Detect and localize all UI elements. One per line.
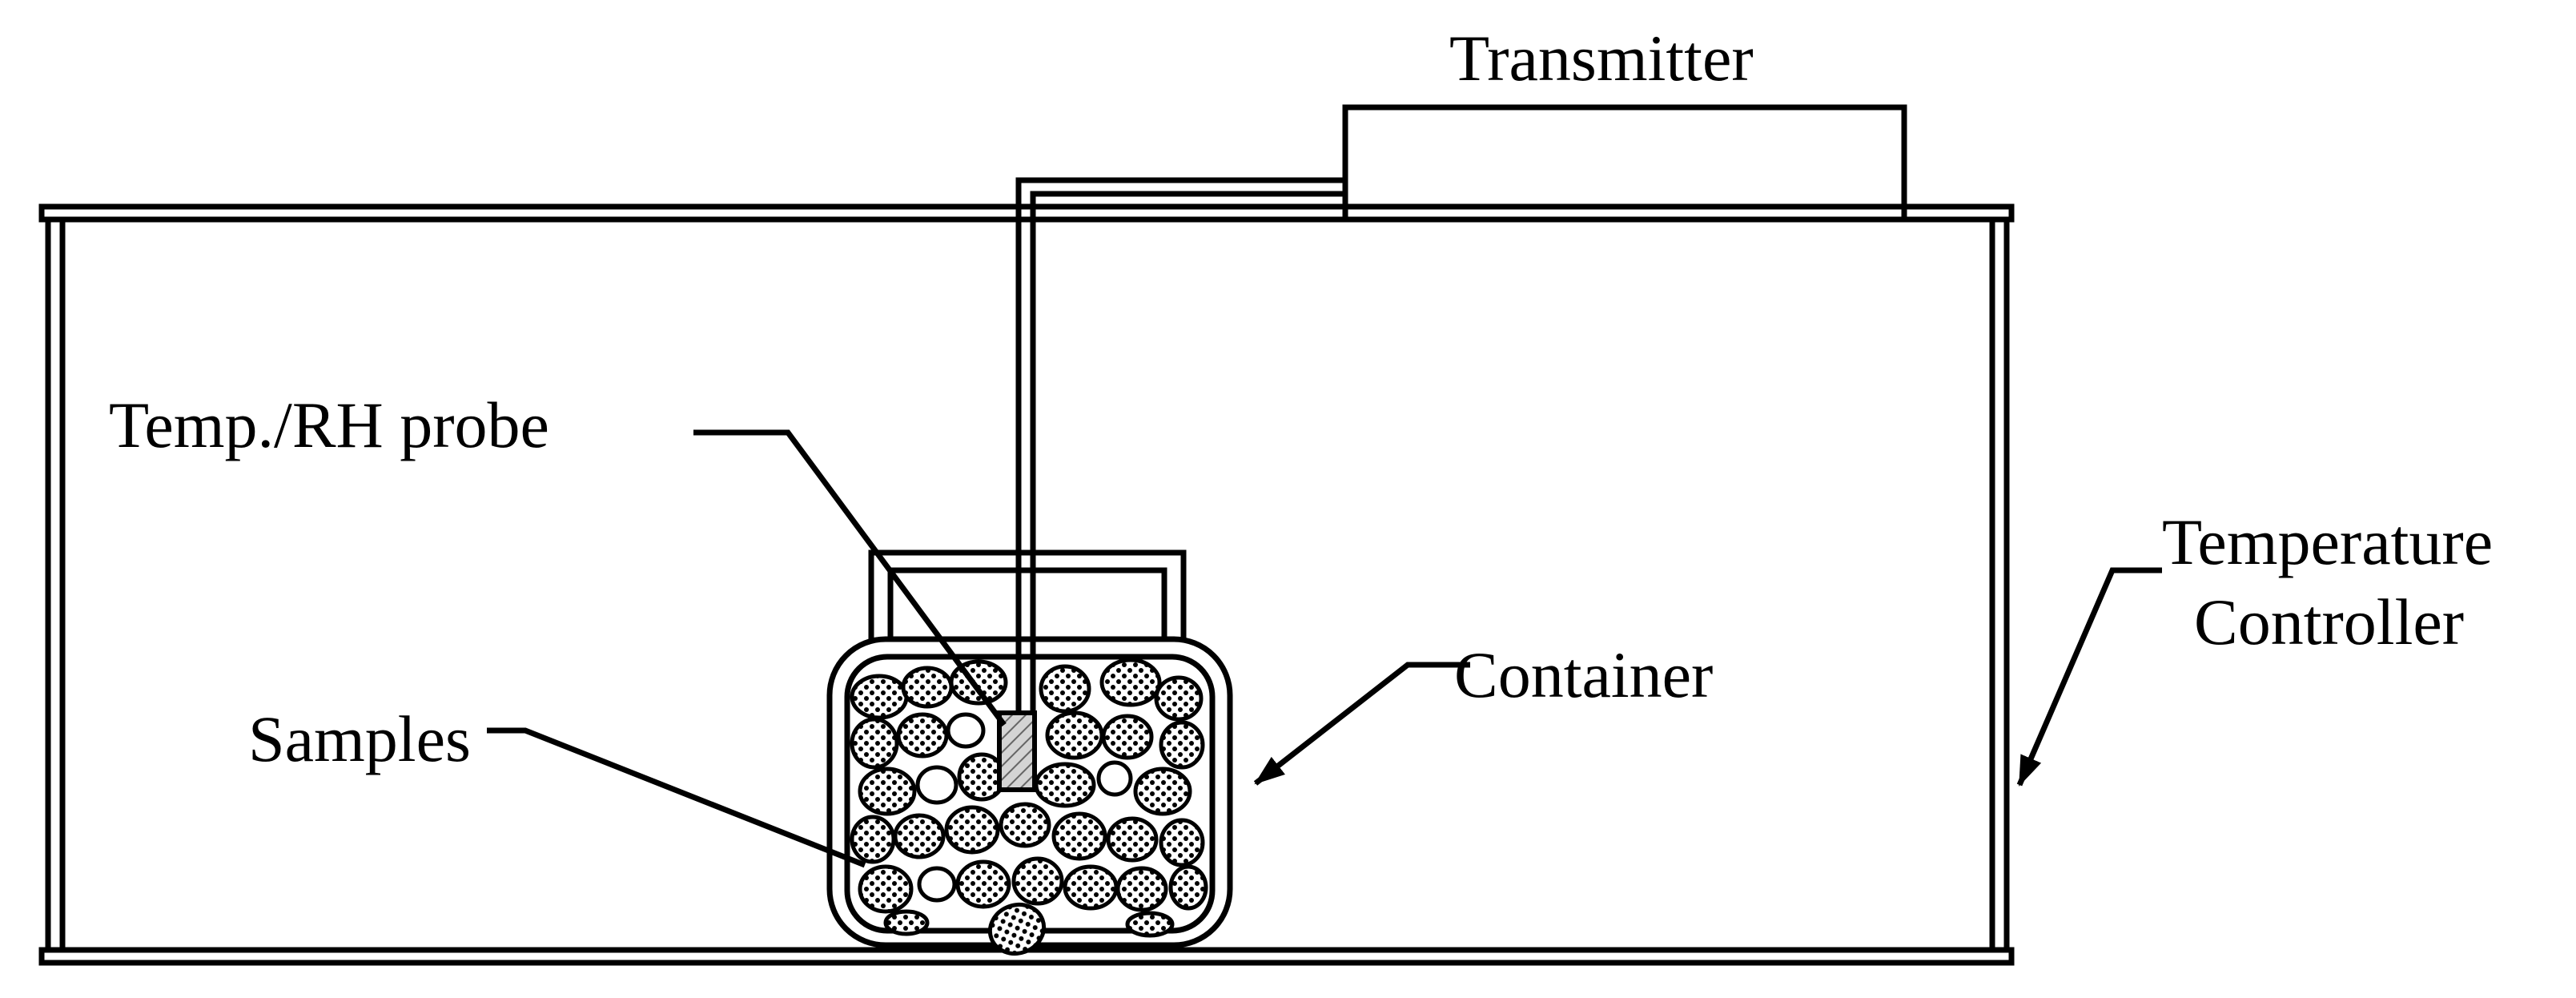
transmitter-box [1342, 104, 1907, 223]
sample-item [1096, 760, 1133, 797]
sample-item [850, 674, 909, 720]
sample-item [858, 767, 917, 816]
sample-item [955, 859, 1011, 909]
sample-item [896, 712, 949, 759]
container-arrow [1253, 662, 1470, 786]
samples-group [850, 658, 1208, 956]
sample-item [1045, 710, 1104, 760]
sample-item [1011, 856, 1064, 906]
temperature-controller-arrow [2016, 567, 2162, 787]
sample-item [915, 765, 958, 805]
sample-item [944, 805, 1000, 855]
samples-leader-line [487, 727, 866, 868]
sample-item [1159, 720, 1205, 770]
sample-item [858, 864, 914, 914]
sample-item [1115, 866, 1168, 912]
chamber-lid [38, 203, 2015, 223]
sample-item [1101, 714, 1154, 760]
probe-cable [1015, 177, 1345, 721]
sample-item [1159, 818, 1205, 867]
chamber-right-wall [1989, 216, 2010, 953]
sample-item [999, 802, 1051, 848]
sample-item [1051, 811, 1107, 861]
sample-item [1039, 664, 1091, 714]
sample-item [1133, 767, 1192, 816]
sample-item [1034, 762, 1096, 808]
sample-item [1063, 864, 1119, 911]
temp-rh-probe-sensor [997, 710, 1037, 792]
sample-item [946, 712, 986, 749]
sample-item [850, 717, 899, 770]
sample-item [917, 866, 957, 903]
sample-item [1099, 658, 1162, 707]
sample-item [987, 903, 1047, 956]
temperature-controller-label-line1: Temperature [2162, 505, 2493, 578]
probe-leader-line [693, 429, 1007, 727]
chamber-left-wall [45, 216, 66, 953]
samples-label: Samples [248, 702, 471, 775]
container-label: Container [1454, 638, 1713, 711]
sample-item [1154, 675, 1204, 722]
sample-item [850, 815, 896, 864]
sample-item [883, 909, 930, 936]
temperature-controller-chamber [38, 203, 2015, 966]
temperature-controller-label-line2: Controller [2194, 586, 2464, 658]
container-lid [868, 549, 1187, 641]
transmitter-label: Transmitter [1449, 22, 1754, 95]
sample-item [901, 666, 954, 709]
sample-item [893, 813, 946, 859]
sample-item [1168, 864, 1208, 911]
sample-item [1125, 911, 1175, 938]
probe-label: Temp./RH probe [109, 388, 549, 461]
sample-item [1106, 816, 1159, 863]
